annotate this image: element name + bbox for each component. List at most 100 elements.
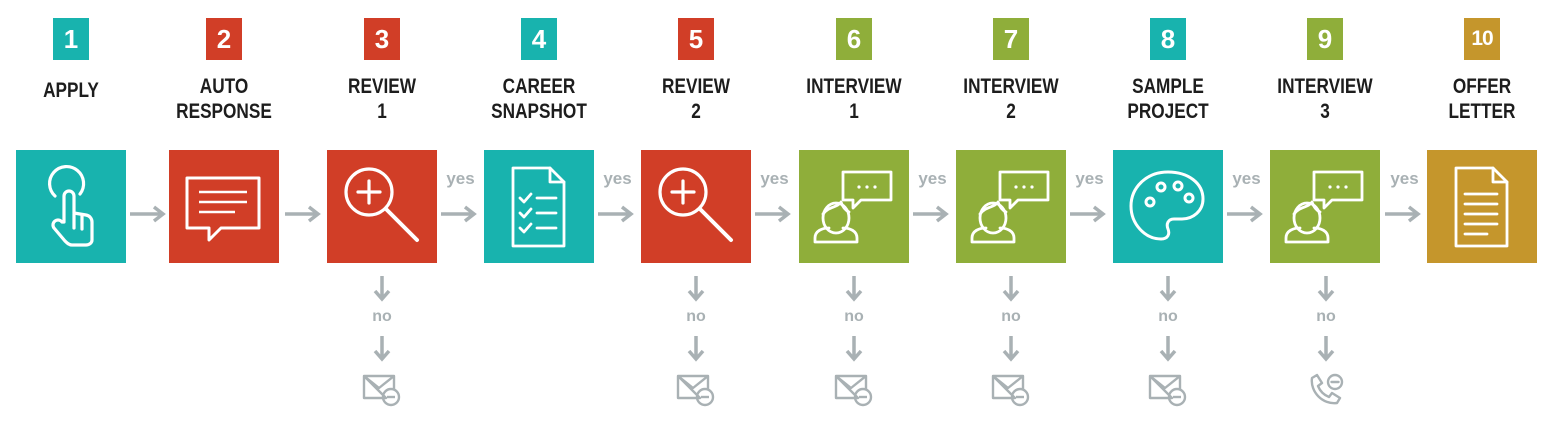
arrow-down-icon	[1159, 336, 1177, 362]
mail-minus-icon	[362, 374, 401, 407]
connector-label: yes	[1390, 169, 1419, 188]
step-1: 1 APPLY	[16, 0, 126, 423]
branch-label: no	[372, 308, 392, 325]
phone-minus-icon	[1310, 373, 1344, 405]
mail-minus-icon	[991, 374, 1030, 407]
step-label: INTERVIEW 2	[945, 74, 1076, 124]
step-label: CAREER SNAPSHOT	[473, 74, 604, 124]
step-label-line: INTERVIEW	[963, 75, 1059, 98]
step-label-line: APPLY	[43, 79, 99, 102]
step-5: 5 REVIEW 2	[641, 0, 751, 423]
arrow-right-icon	[1385, 205, 1421, 223]
arrow-right-icon	[130, 205, 166, 223]
step-tile	[799, 150, 909, 263]
rejection-branch: no	[991, 274, 1031, 414]
connector-arrow	[126, 170, 173, 230]
step-label: REVIEW 2	[630, 74, 761, 124]
palette-icon	[1129, 170, 1205, 241]
rejection-branch: no	[362, 274, 402, 414]
step-label: INTERVIEW 1	[788, 74, 919, 124]
connector-arrow: yes	[1381, 170, 1428, 230]
arrow-down-icon	[687, 276, 705, 302]
checklist-document-icon	[511, 166, 566, 248]
step-label: APPLY	[5, 78, 136, 103]
step-tile	[169, 150, 279, 263]
step-10: 10 OFFER LETTER	[1427, 0, 1537, 423]
step-label-line: SAMPLE	[1132, 75, 1204, 98]
arrow-down-icon	[687, 336, 705, 362]
step-label: INTERVIEW 3	[1259, 74, 1390, 124]
letter-document-icon	[1454, 166, 1509, 248]
step-label-line: REVIEW	[662, 75, 730, 98]
connector-label: yes	[918, 169, 947, 188]
step-tile	[641, 150, 751, 263]
step-3: 3 REVIEW 1	[327, 0, 437, 423]
step-tile	[484, 150, 594, 263]
step-number-badge: 9	[1307, 18, 1343, 60]
step-number-badge: 6	[836, 18, 872, 60]
branch-label: no	[1158, 308, 1178, 325]
rejection-branch: no	[1148, 274, 1188, 414]
connector-arrow	[281, 170, 328, 230]
arrow-right-icon	[755, 205, 791, 223]
connector-arrow: yes	[751, 170, 798, 230]
branch-label: no	[686, 308, 706, 325]
step-tile	[956, 150, 1066, 263]
rejection-branch: no	[834, 274, 874, 414]
arrow-down-icon	[845, 276, 863, 302]
step-number-badge: 2	[206, 18, 242, 60]
arrow-right-icon	[1070, 205, 1106, 223]
rejection-branch: no	[676, 274, 716, 414]
arrow-down-icon	[1002, 276, 1020, 302]
step-label-line: INTERVIEW	[1277, 75, 1373, 98]
person-speech-icon	[970, 170, 1050, 244]
arrow-down-icon	[1002, 336, 1020, 362]
person-speech-icon	[1284, 170, 1364, 244]
step-label-line: 2	[691, 100, 701, 123]
connector-arrow: yes	[1223, 170, 1270, 230]
step-label-line: SNAPSHOT	[491, 100, 587, 123]
mail-minus-icon	[1148, 374, 1187, 407]
step-label-line: LETTER	[1448, 100, 1516, 123]
step-6: 6 INTERVIEW 1	[799, 0, 909, 423]
arrow-down-icon	[1317, 336, 1335, 362]
connector-arrow: yes	[1066, 170, 1113, 230]
step-number-badge: 10	[1464, 18, 1500, 60]
step-4: 4 CAREER SNAPSHOT	[484, 0, 594, 423]
step-9: 9 INTERVIEW 3	[1270, 0, 1380, 423]
step-number-badge: 5	[678, 18, 714, 60]
step-7: 7 INTERVIEW 2	[956, 0, 1066, 423]
connector-label: yes	[760, 169, 789, 188]
arrow-down-icon	[1159, 276, 1177, 302]
connector-arrow: yes	[594, 170, 641, 230]
branch-label: no	[1001, 308, 1021, 325]
connector-arrow: yes	[437, 170, 484, 230]
step-label-line: OFFER	[1452, 75, 1512, 98]
step-8: 8 SAMPLE PROJECT	[1113, 0, 1223, 423]
arrow-right-icon	[441, 205, 477, 223]
step-label-line: 3	[1320, 100, 1330, 123]
arrow-right-icon	[913, 205, 949, 223]
step-tile	[1427, 150, 1537, 263]
mail-minus-icon	[834, 374, 873, 407]
magnifier-plus-icon	[658, 167, 733, 242]
step-number-badge: 1	[53, 18, 89, 60]
rejection-branch: no	[1306, 274, 1346, 414]
connector-label: yes	[1232, 169, 1261, 188]
step-label-line: RESPONSE	[176, 100, 272, 123]
mail-minus-icon	[676, 374, 715, 407]
step-number-badge: 4	[521, 18, 557, 60]
branch-label: no	[844, 308, 864, 325]
arrow-down-icon	[373, 276, 391, 302]
connector-label: yes	[1075, 169, 1104, 188]
step-tile	[1270, 150, 1380, 263]
arrow-down-icon	[373, 336, 391, 362]
magnifier-plus-icon	[344, 167, 419, 242]
step-number-badge: 8	[1150, 18, 1186, 60]
step-number-badge: 7	[993, 18, 1029, 60]
step-label-line: 1	[849, 100, 859, 123]
arrow-down-icon	[845, 336, 863, 362]
step-tile	[1113, 150, 1223, 263]
step-tile	[327, 150, 437, 263]
connector-arrow: yes	[909, 170, 956, 230]
